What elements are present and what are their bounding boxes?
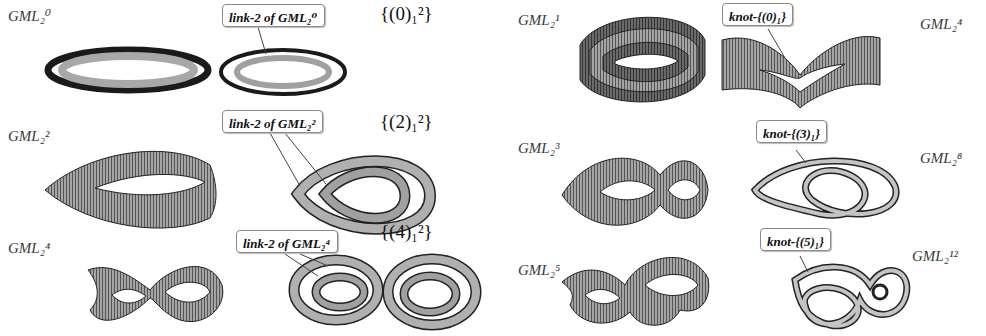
band-surface [722, 36, 880, 108]
figure-label: GML₂¹ [518, 12, 559, 29]
knot-band [755, 161, 896, 215]
leader-line [800, 256, 808, 272]
band-hole [668, 180, 700, 200]
figure-label: GML₂⁴ [920, 16, 962, 33]
link-band [388, 259, 476, 325]
callout-text: link-2 of GML₂² [229, 117, 315, 132]
link-band [237, 58, 329, 86]
leader-line [270, 133, 300, 186]
band-surface [603, 42, 688, 81]
link-band [298, 161, 430, 229]
knot-band [755, 161, 896, 215]
band-surface [562, 257, 709, 325]
leader-line [796, 150, 806, 163]
band-hole [600, 181, 655, 200]
callout-box: link-2 of GML₂⁴ [236, 230, 338, 253]
band-surface [562, 158, 708, 225]
link-band [325, 172, 405, 219]
band-surface [45, 151, 216, 228]
band-surface [590, 29, 698, 92]
callout-box: knot-{(0)₁} [722, 3, 793, 26]
band-hole [585, 289, 620, 303]
callout-text: knot-{(5)₁} [767, 235, 824, 250]
callout-text: knot-{(0)₁} [729, 10, 786, 25]
figure-label: GML₂⁰ [8, 8, 51, 25]
link-band [316, 277, 364, 307]
set-notation: {(0)₁²} [380, 4, 433, 25]
knot-band [795, 267, 907, 326]
figure-label: GML₂¹² [912, 248, 958, 265]
leader-line [768, 29, 785, 58]
figure-label: GML₂⁸ [920, 150, 962, 167]
link-band [298, 161, 430, 229]
callout-text: link-2 of GML₂⁰ [229, 11, 317, 26]
link-band [404, 276, 456, 312]
band-hole [645, 274, 698, 295]
link-band [221, 50, 345, 94]
figure-label: GML₂⁴ [8, 240, 50, 257]
link-band [316, 277, 364, 307]
ring-band [62, 56, 194, 84]
figure-label: GML₂³ [518, 140, 559, 157]
figure-label: GML₂² [8, 128, 49, 145]
leader-line [258, 27, 266, 54]
band-surface [580, 17, 705, 102]
knot-band [873, 285, 887, 299]
callout-box: link-2 of GML₂² [222, 110, 323, 133]
leader-line [285, 133, 326, 184]
callout-box: knot-{(3)₁} [756, 120, 827, 143]
band-hole [95, 174, 205, 194]
band-hole [760, 64, 845, 92]
link-band [325, 172, 405, 219]
ring-band [48, 50, 208, 90]
band-hole [165, 282, 210, 302]
leader-line [285, 254, 318, 276]
link-band [388, 259, 476, 325]
callout-text: link-2 of GML₂⁴ [243, 237, 330, 252]
leader-line [300, 254, 328, 266]
set-notation: {(2)₁²} [380, 112, 433, 133]
link-band [404, 276, 456, 312]
band-hole [615, 54, 678, 69]
knot-band [795, 267, 907, 326]
callout-box: link-2 of GML₂⁰ [222, 4, 325, 27]
figure-label: GML₂⁵ [518, 262, 560, 279]
band-hole [112, 289, 146, 303]
callout-text: knot-{(3)₁} [763, 127, 820, 142]
set-notation: {(4)₁²} [380, 222, 433, 243]
callout-box: knot-{(5)₁} [760, 228, 831, 251]
band-surface [88, 266, 223, 321]
